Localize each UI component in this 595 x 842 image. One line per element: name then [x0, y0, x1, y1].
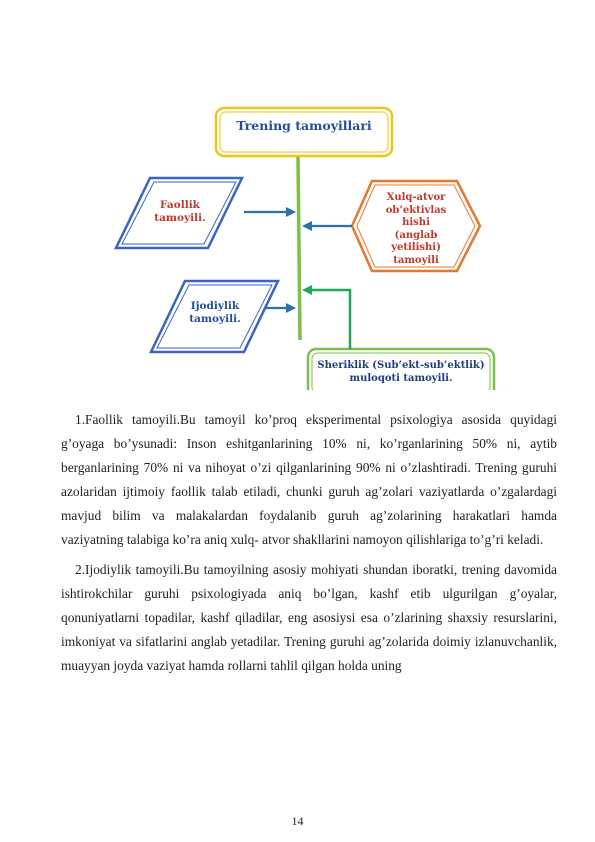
paragraph-faollik: 1.Faollik tamoyili.Bu tamoyil ko’proq ek… [61, 412, 557, 547]
top-box [214, 106, 394, 158]
principles-diagram: Trening tamoyillari Faollik tamoyili. Ij… [0, 0, 595, 390]
sheriklik-label: Sheriklik (Sub’ekt-sub’ektlik) muloqoti … [308, 359, 494, 385]
faollik-arrow [244, 207, 296, 217]
top-box-label: Trening tamoyillari [236, 118, 372, 133]
ijodiylik-arrow [264, 303, 296, 313]
ijodiylik-shape [149, 279, 280, 354]
page-number: 14 [291, 814, 304, 828]
sheriklik-shape [306, 347, 496, 390]
xulq-line-6: tamoyili [393, 254, 439, 266]
faollik-label: Faollik tamoyili. [154, 199, 206, 224]
spine-line [296, 156, 302, 341]
xulq-arrow [302, 221, 352, 231]
diagram-shapes [114, 106, 496, 390]
faollik-shape [114, 176, 244, 250]
xulq-label: Xulq-atvor ob’ektivlas hishi (anglab yet… [368, 192, 464, 268]
xulq-line-1: Xulq-atvor [386, 192, 446, 203]
xulq-line-4: (anglab [394, 229, 438, 241]
xulq-line-5: yetilishi) [391, 242, 441, 253]
xulq-line-3: hishi [402, 217, 430, 228]
body-text: 1.Faollik tamoyili.Bu tamoyil ko’proq ek… [61, 408, 557, 684]
paragraph-ijodiylik: 2.Ijodiylik tamoyili.Bu tamoyilning asos… [61, 562, 557, 673]
ijodiylik-label: Ijodiylik tamoyili. [189, 300, 241, 325]
sheriklik-line-1: Sheriklik (Sub’ekt-sub’ektlik) [317, 360, 485, 371]
xulq-line-2: ob’ektivlas [385, 204, 447, 216]
sheriklik-arrow [302, 285, 352, 349]
sheriklik-line-2: muloqoti tamoyili. [349, 373, 453, 384]
